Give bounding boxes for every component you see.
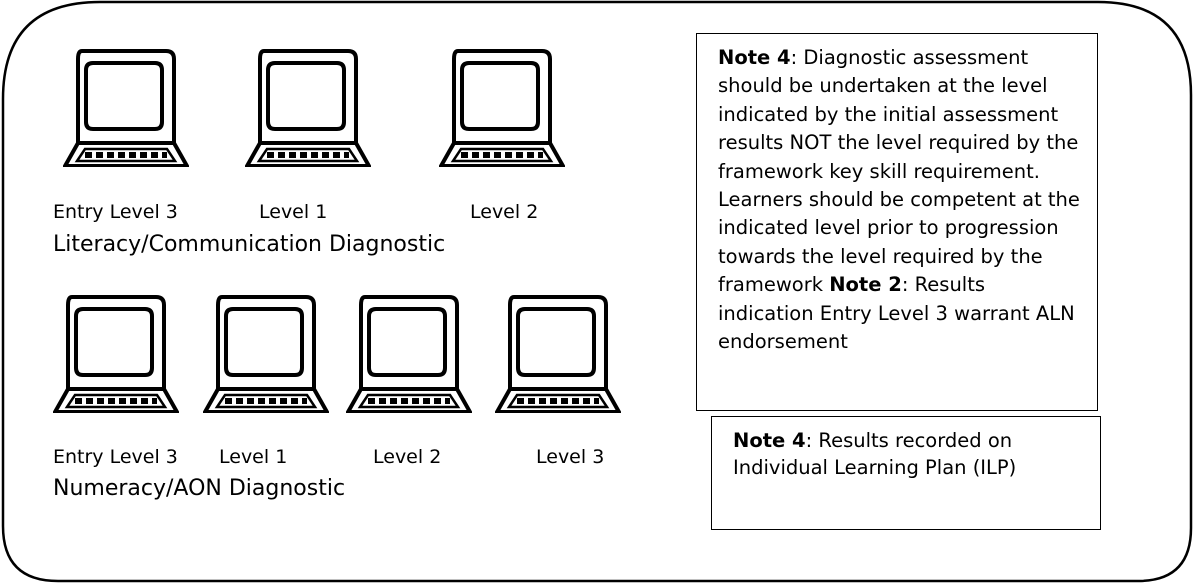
literacy-diagnostic-heading: Literacy/Communication Diagnostic [53, 232, 446, 257]
computer-icon-numeracy-entry-level-3 [53, 295, 179, 413]
diagnostic-notes-box: Note 4: Diagnostic assessment should be … [696, 33, 1098, 411]
computer-icon-numeracy-level-1 [203, 295, 329, 413]
numeracy-level-label: Entry Level 3 [53, 446, 178, 468]
literacy-level-label: Level 2 [470, 201, 539, 223]
numeracy-level-label: Level 3 [536, 446, 605, 468]
note-text: : Diagnostic assessment should be undert… [718, 46, 1080, 297]
numeracy-diagnostic-heading: Numeracy/AON Diagnostic [53, 476, 346, 501]
literacy-level-label: Entry Level 3 [53, 201, 178, 223]
computer-icon-literacy-level-1 [245, 49, 371, 167]
numeracy-level-label: Level 2 [373, 446, 442, 468]
computer-icon-numeracy-level-2 [346, 295, 472, 413]
note-text: : Results indication Entry Level 3 warra… [718, 273, 1075, 354]
ilp-note-box: Note 4: Results recorded on Individual L… [711, 416, 1101, 530]
literacy-level-label: Level 1 [259, 201, 328, 223]
note-label: Note 2 [829, 273, 902, 297]
numeracy-level-label: Level 1 [219, 446, 288, 468]
note-text: : Results recorded on Individual Learnin… [733, 429, 1017, 479]
computer-icon-literacy-entry-level-3 [63, 49, 189, 167]
computer-icon-literacy-level-2 [439, 49, 565, 167]
note-label: Note 4 [733, 429, 806, 452]
note-label: Note 4 [718, 46, 791, 69]
computer-icon-numeracy-level-3 [495, 295, 621, 413]
